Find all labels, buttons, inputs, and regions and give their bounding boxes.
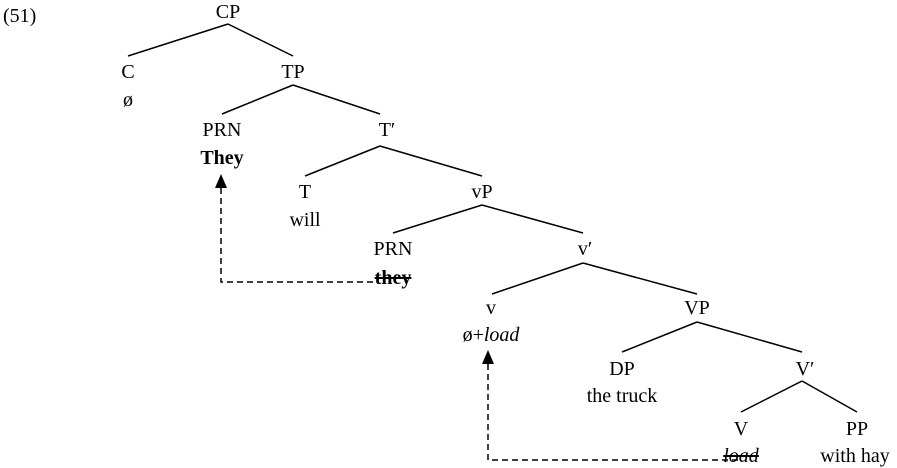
node-v-light-label: v (486, 297, 496, 319)
node-t-label: T (298, 181, 312, 203)
arrowhead-verb (482, 350, 494, 364)
node-VP-label: VP (684, 297, 710, 319)
branch-VP-vbar2 (696, 321, 803, 353)
branch-VP-dp (621, 321, 698, 353)
branch-tbar-t (304, 145, 381, 177)
node-c-word: ø (123, 89, 133, 111)
movement-arrow-subject (220, 186, 373, 283)
branch-vbar2-v (740, 380, 803, 413)
node-tbar-label: T′ (378, 119, 396, 141)
node-dp-word: the truck (586, 385, 658, 407)
node-tp-label: TP (281, 61, 305, 83)
node-vbar2-label: V′ (795, 358, 815, 380)
branch-vp-prn (392, 204, 483, 234)
movement-arrow-verb (487, 362, 738, 461)
node-c-label: C (121, 61, 135, 83)
branch-tp-prn (221, 84, 294, 115)
node-v-label: V (733, 418, 749, 440)
node-dp-label: DP (609, 358, 635, 380)
node-vp-light-label: vP (471, 181, 493, 203)
example-number: (51) (3, 5, 37, 27)
node-cp-label: CP (215, 1, 241, 23)
node-pp-word: with hay (820, 445, 890, 467)
node-prn-subject-word: They (200, 147, 244, 169)
node-pp-label: PP (845, 418, 869, 440)
branch-tp-tbar (292, 84, 381, 115)
node-v-light-word: ø+load (463, 323, 520, 347)
branch-vbar-v (491, 262, 584, 295)
null-affix: ø+ (462, 324, 484, 346)
branch-vbar-VP (582, 262, 698, 295)
branch-tbar-vp (379, 145, 483, 177)
branch-vbar2-pp (801, 380, 858, 413)
raised-verb: load (483, 324, 520, 346)
arrowhead-subject (215, 174, 227, 188)
node-t-word: will (289, 209, 321, 231)
node-vbar-label: v′ (577, 238, 593, 260)
node-prn-trace-label: PRN (373, 238, 413, 260)
branch-cp-c (127, 23, 229, 57)
branch-vp-vbar (481, 204, 584, 234)
node-prn-trace-word: they (374, 267, 412, 289)
branch-cp-tp (227, 23, 294, 57)
node-v-trace-word: load (723, 445, 759, 467)
node-prn-subject-label: PRN (202, 119, 242, 141)
